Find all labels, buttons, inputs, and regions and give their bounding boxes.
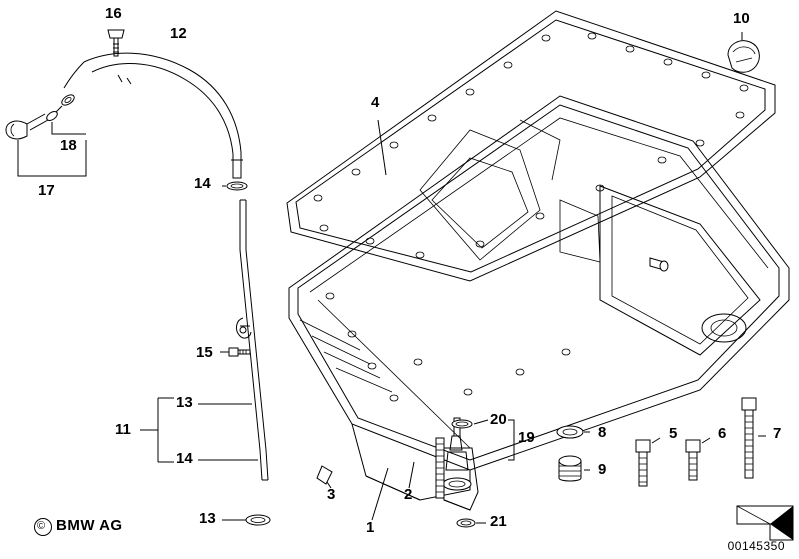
copyright-circle-icon [34,518,52,536]
callout-7: 7 [773,425,782,442]
callout-9: 9 [598,461,607,478]
copyright-symbol: © [37,520,46,532]
hex-bolt-part-5 [635,437,661,487]
oil-pan-body-part-1 [288,95,790,521]
callout-1: 1 [366,519,375,536]
washer-part-8 [556,425,590,439]
callout-18: 18 [60,137,77,154]
callout-8: 8 [598,424,607,441]
seal-ring-part-13 [222,514,271,526]
callout-11: 11 [115,421,131,438]
callout-2: 2 [404,486,413,503]
callout-10: 10 [733,10,750,27]
screw-part-16 [107,29,125,57]
brand-label: BMW AG [56,517,123,534]
callout-14: 14 [176,450,193,467]
hex-bolt-part-6 [685,437,711,481]
dipstick-tube-part-12 [83,52,248,191]
callout-5: 5 [669,425,678,442]
long-bolt-part-7 [741,397,766,479]
callout-16: 16 [105,5,122,22]
part-number-label: 00145350 [727,539,785,553]
dipstick-handle-part-17-18 [5,61,87,177]
callout-12: 12 [170,25,187,42]
logo-swoosh [736,505,794,541]
callout-20: 20 [490,411,507,428]
o-ring-part-21 [456,518,486,528]
callout-21: 21 [490,513,507,530]
callout-3: 3 [327,486,336,503]
dipstick-rod-part-11 [140,199,269,481]
oil-filler-cap-part-10 [727,32,760,73]
oil-level-sensor-part-19 [439,417,515,511]
oil-pan-gasket-part-4 [286,10,776,282]
stud-part-2 [435,437,445,499]
callout-17: 17 [38,182,55,199]
plug-part-9 [558,455,590,482]
callout-4: 4 [371,94,380,111]
callout-13: 13 [176,394,193,411]
callout-19: 19 [518,429,535,446]
callout-13-lower: 13 [199,510,216,527]
callout-14-upper: 14 [194,175,211,192]
bolt-part-15 [220,347,251,357]
callout-6: 6 [718,425,727,442]
callout-15: 15 [196,344,213,361]
pin-part-3 [316,465,333,489]
